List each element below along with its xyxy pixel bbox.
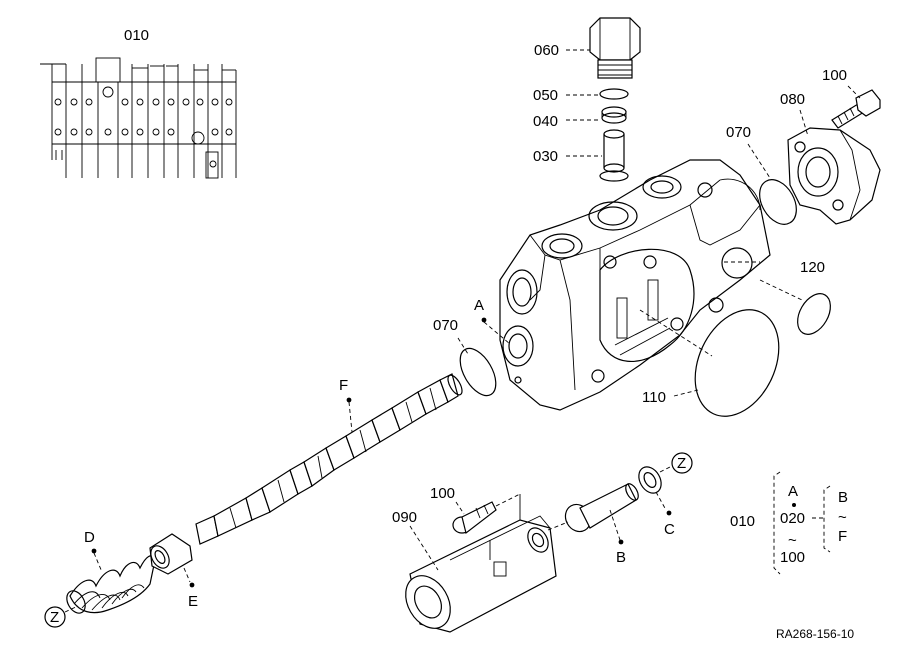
backup-ring-040 (601, 106, 627, 124)
callout-040: 040 (533, 113, 558, 130)
seat-e (149, 533, 193, 575)
reference-code: RA268-156-10 (776, 627, 854, 641)
seal-c (638, 466, 662, 494)
callout-080: 080 (780, 91, 805, 108)
assembly-thumbnail: 010 (40, 27, 237, 179)
callout-f: F (339, 377, 348, 394)
legend-range-tilde: ~ (788, 532, 797, 549)
legend-letters-end: F (838, 528, 847, 545)
bolt-100-top (831, 89, 881, 129)
callout-z-left: Z (50, 609, 59, 626)
o-ring-070-top (759, 179, 797, 225)
callout-050: 050 (533, 87, 558, 104)
o-ring-120 (797, 293, 831, 335)
callout-z-right: Z (677, 455, 686, 472)
callout-d: D (84, 529, 95, 546)
callout-060: 060 (534, 42, 559, 59)
callout-c: C (664, 521, 675, 538)
z-marker-left (44, 606, 66, 628)
legend-letters-start: B (838, 489, 848, 506)
callout-110: 110 (642, 389, 666, 406)
legend-part: 010 (730, 513, 755, 530)
z-marker-right (671, 452, 693, 474)
callout-090: 090 (392, 509, 417, 526)
legend-range-middle: 020 (780, 510, 805, 527)
cover-080 (787, 127, 881, 225)
callout-e: E (188, 593, 198, 610)
spring-d (66, 555, 156, 614)
piston-b (564, 483, 639, 533)
spool-f (195, 373, 463, 545)
callout-070-top: 070 (726, 124, 751, 141)
callout-120: 120 (800, 259, 825, 276)
poppet-030 (599, 129, 629, 182)
o-ring-070-left (459, 347, 497, 397)
valve-body (499, 159, 771, 411)
callout-a: A (474, 297, 484, 314)
legend-range-start: A (788, 483, 798, 500)
legend-range-end: 100 (780, 549, 805, 566)
bolt-100-mid (452, 493, 521, 535)
o-ring-050 (599, 88, 629, 100)
callout-100-mid: 100 (430, 485, 455, 502)
callout-100-top: 100 (822, 67, 847, 84)
callout-070-left: 070 (433, 317, 458, 334)
legend-letters-tilde: ~ (838, 509, 847, 526)
callout-030: 030 (533, 148, 558, 165)
callout-b: B (616, 549, 626, 566)
parts-range-legend: 010 A 020 ~ 100 B ~ F (730, 471, 848, 575)
callout-010-top: 010 (124, 27, 149, 44)
plug-060 (589, 17, 641, 79)
cap-090 (405, 494, 557, 633)
o-ring-110 (694, 309, 780, 417)
